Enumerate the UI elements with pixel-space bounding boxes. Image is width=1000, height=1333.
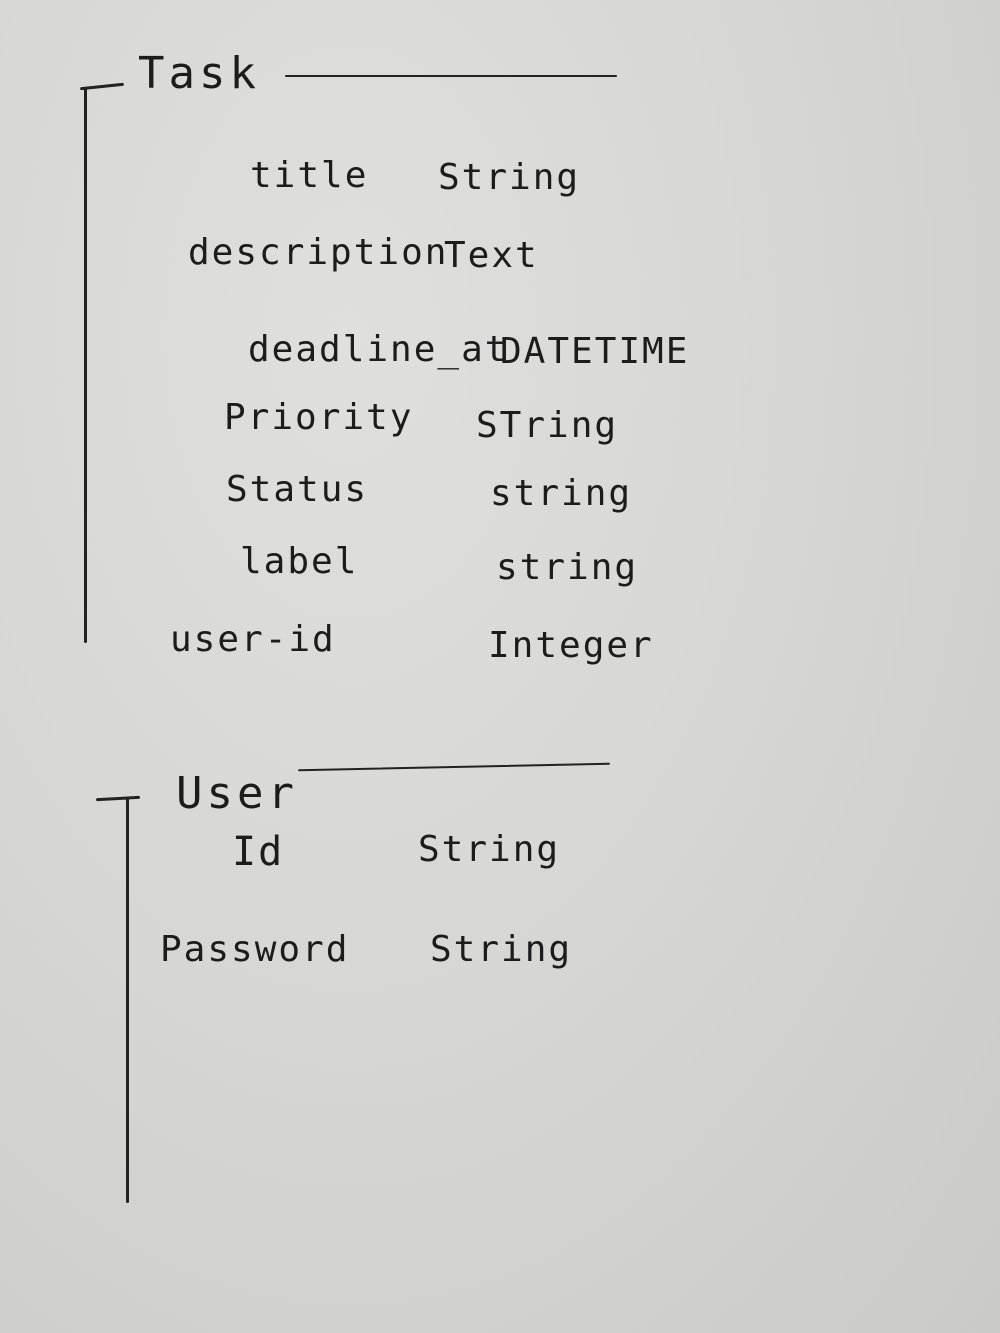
task-field-type: String bbox=[438, 157, 581, 198]
task-field-type: DATETIME bbox=[500, 331, 690, 372]
task-field-name: deadline_at bbox=[248, 329, 509, 370]
user-field-type: String bbox=[430, 929, 573, 970]
task-field-name: Priority bbox=[224, 397, 414, 438]
task-bracket-vertical bbox=[84, 88, 87, 643]
user-bracket-top bbox=[95, 795, 141, 802]
task-field-name: Status bbox=[226, 469, 369, 510]
task-field-name: title bbox=[250, 155, 369, 196]
task-field-name: label bbox=[240, 541, 359, 582]
user-field-name: Id bbox=[232, 829, 285, 875]
task-title-underline bbox=[285, 75, 617, 77]
task-field-type: string bbox=[490, 473, 633, 514]
task-field-name: description bbox=[188, 232, 449, 273]
user-field-name: Password bbox=[160, 929, 350, 970]
user-entity-title: User bbox=[176, 768, 298, 819]
user-bracket-vertical bbox=[126, 798, 129, 1203]
task-entity-title: Task bbox=[138, 48, 260, 99]
task-field-type: string bbox=[496, 547, 639, 588]
task-field-type: Integer bbox=[488, 625, 654, 666]
task-field-type: STring bbox=[476, 405, 619, 446]
user-title-underline bbox=[298, 762, 610, 772]
task-field-name: user-id bbox=[170, 619, 336, 660]
task-field-type: Text bbox=[444, 235, 539, 276]
user-field-type: String bbox=[418, 829, 561, 870]
